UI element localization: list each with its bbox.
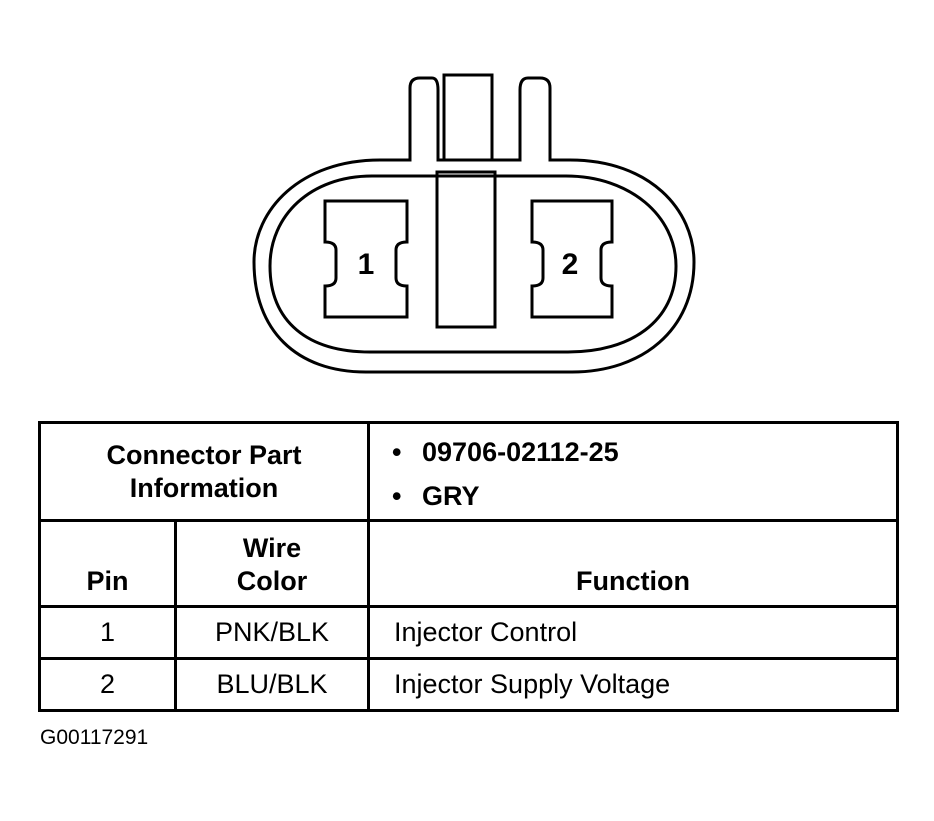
cell-pin: 1	[38, 605, 177, 660]
table-row: 1 PNK/BLK Injector Control	[38, 605, 899, 660]
connector-info-values: 09706-02112-25 GRY	[367, 421, 899, 522]
cell-wire-color: BLU/BLK	[174, 657, 370, 712]
connector-info-row: Connector Part Information 09706-02112-2…	[38, 421, 899, 522]
cell-pin: 2	[38, 657, 177, 712]
pin-cavity-1	[323, 199, 409, 319]
figure-id: G00117291	[40, 726, 149, 749]
cell-function: Injector Supply Voltage	[367, 657, 899, 712]
part-number: 09706-02112-25	[420, 430, 896, 474]
connector-latch	[442, 73, 494, 162]
header-wire-color: Wire Color	[174, 519, 370, 608]
pin-cavity-2	[530, 199, 614, 319]
connector-face-diagram: 1 2	[252, 73, 696, 374]
connector-color: GRY	[420, 474, 896, 518]
cell-function: Injector Control	[367, 605, 899, 660]
pin-number-1: 1	[358, 248, 375, 281]
connector-housing-inner	[268, 174, 678, 354]
table-header-row: Pin Wire Color Function	[38, 519, 899, 608]
header-function: Function	[367, 519, 899, 608]
table-row: 2 BLU/BLK Injector Supply Voltage	[38, 657, 899, 712]
connector-info-label: Connector Part Information	[38, 421, 370, 522]
connector-center-rib	[435, 170, 497, 329]
header-pin: Pin	[38, 519, 177, 608]
pin-number-2: 2	[562, 248, 579, 281]
connector-housing-outer	[252, 76, 696, 374]
cell-wire-color: PNK/BLK	[174, 605, 370, 660]
connector-pinout-table: Connector Part Information 09706-02112-2…	[38, 421, 899, 712]
